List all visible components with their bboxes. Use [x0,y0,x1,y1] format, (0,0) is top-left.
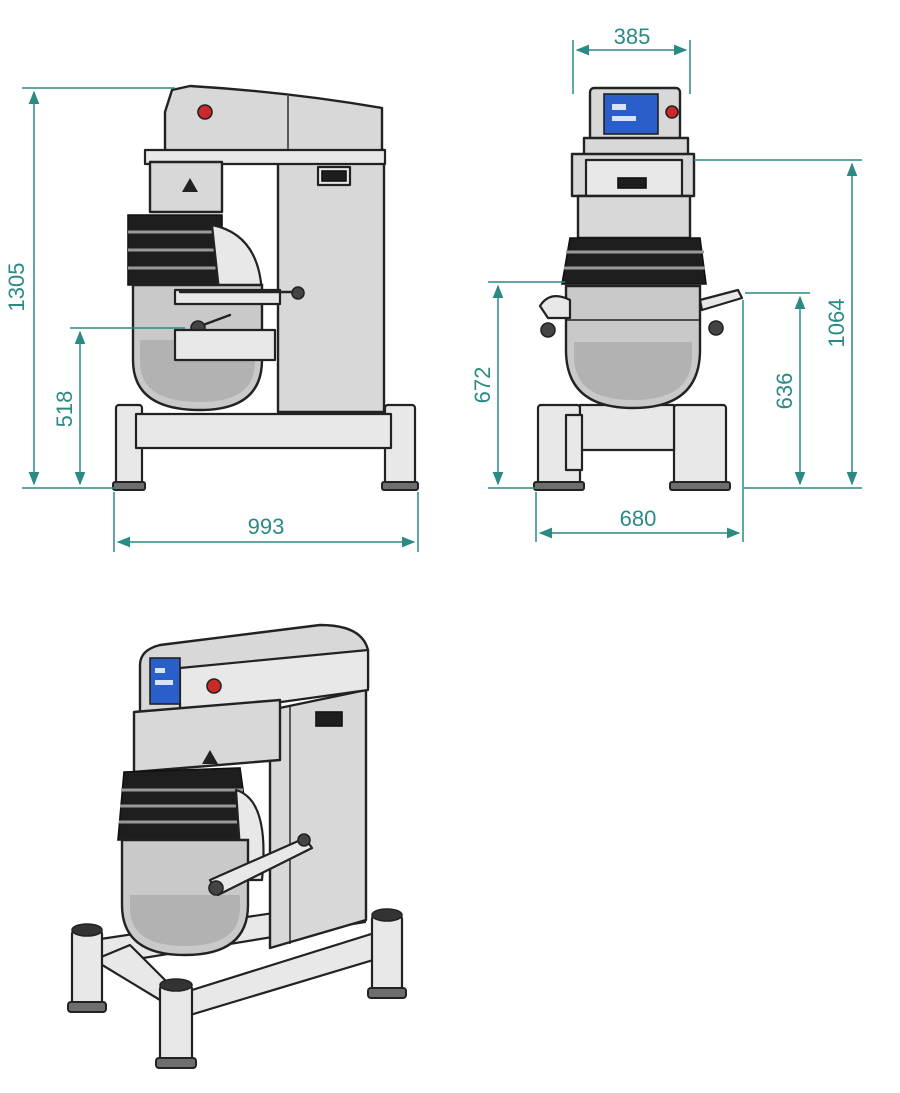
side-dimensions [22,87,419,552]
dim-bowl-rim-height-label: 636 [772,372,797,410]
dim-total-height-label: 1305 [4,262,29,312]
dim-base-width-label: 680 [619,506,657,531]
mixer-isometric-view-drawing [67,623,407,1069]
dim-head-width-label: 385 [613,24,651,49]
front-dimensions [488,40,862,542]
dim-depth-label: 993 [247,514,285,539]
dim-guard-height-label: 672 [470,366,495,404]
dim-column-height-label: 1064 [824,298,849,348]
mixer-front-view-drawing [533,86,744,491]
mixer-side-view-drawing [112,84,419,491]
dim-bowl-height-label: 518 [52,390,77,428]
